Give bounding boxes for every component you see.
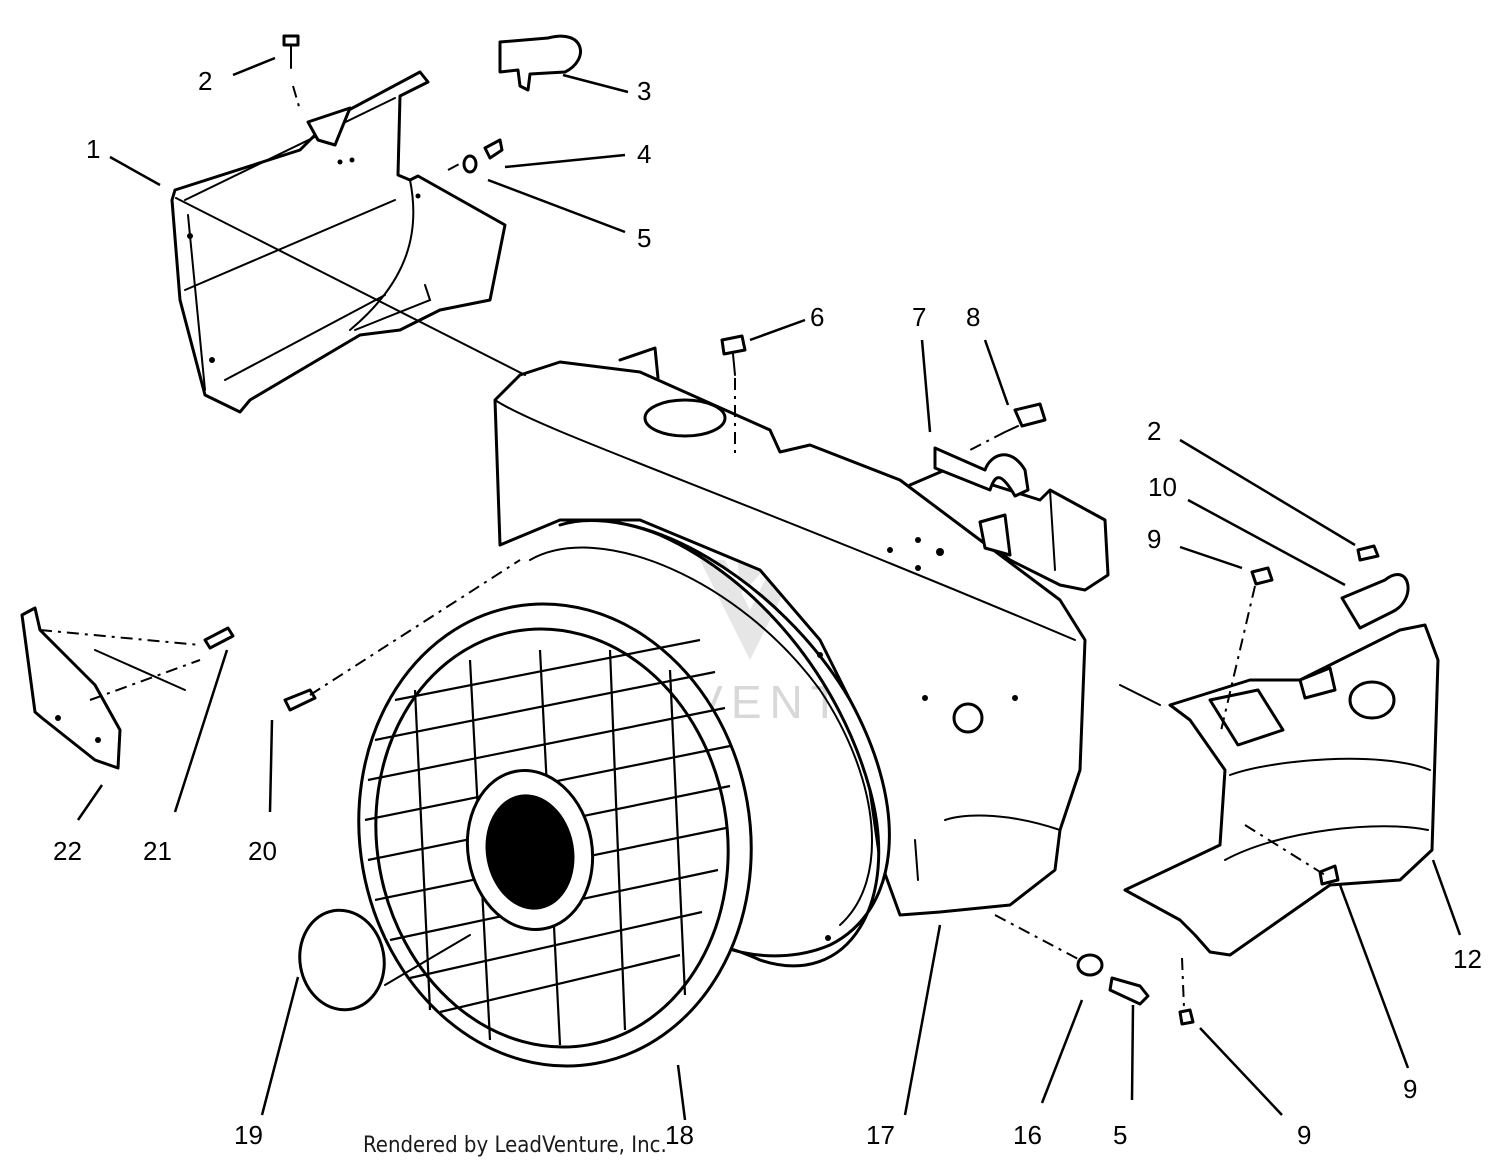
part-9-screws: [1178, 544, 1380, 1026]
part-3-clip: [498, 34, 582, 92]
callout-5-upper: 5: [637, 223, 651, 253]
callout-19: 19: [234, 1120, 263, 1150]
callout-2-right: 2: [1147, 416, 1161, 446]
part-8-bolt: [1004, 402, 1047, 433]
callout-1: 1: [86, 134, 100, 164]
callout-3: 3: [637, 76, 651, 106]
part-2-screw-upper: [282, 34, 300, 69]
callout-21: 21: [143, 836, 172, 866]
callout-2-upper: 2: [198, 66, 212, 96]
part-21-screw: [94, 626, 235, 691]
callout-22: 22: [53, 836, 82, 866]
part-12-right-shroud: [1123, 573, 1440, 957]
assembly-lines: [39, 85, 1326, 1009]
callout-16: 16: [1013, 1120, 1042, 1150]
part-6-screw: [720, 334, 747, 376]
callout-10: 10: [1148, 472, 1177, 502]
callout-17: 17: [866, 1120, 895, 1150]
part-20-screw: [283, 688, 317, 712]
grille-bars: [364, 638, 731, 1046]
part-17-blower-housing: [493, 346, 1110, 968]
callouts: 1 2 3 4 5 6 7 8 2 10 9 12 9 9 5 16 17 18…: [53, 66, 1482, 1150]
part-5-bolt-lower: [1108, 976, 1150, 1006]
callout-7: 7: [912, 302, 926, 332]
callout-9-upper: 9: [1147, 524, 1161, 554]
footer-credit: Rendered by LeadVenture, Inc.: [363, 1133, 667, 1158]
part-22-bracket: [20, 606, 122, 770]
part-1-air-guide: [170, 70, 507, 414]
part-16-washer: [1076, 953, 1104, 977]
part-7-clamp: [933, 446, 1030, 498]
callout-9-right: 9: [1403, 1074, 1417, 1104]
callout-6: 6: [810, 302, 824, 332]
part-4-5-fasteners: [462, 138, 504, 174]
callout-20: 20: [248, 836, 277, 866]
callout-5-lower: 5: [1113, 1120, 1127, 1150]
part-18-grille: [357, 602, 753, 1068]
callout-18: 18: [665, 1120, 694, 1150]
part-19-cap: [298, 908, 386, 1012]
callout-4: 4: [637, 139, 651, 169]
callout-8: 8: [966, 302, 980, 332]
callout-12: 12: [1453, 944, 1482, 974]
leader-lines: [76, 56, 1462, 1121]
callout-9-lower: 9: [1297, 1120, 1311, 1150]
